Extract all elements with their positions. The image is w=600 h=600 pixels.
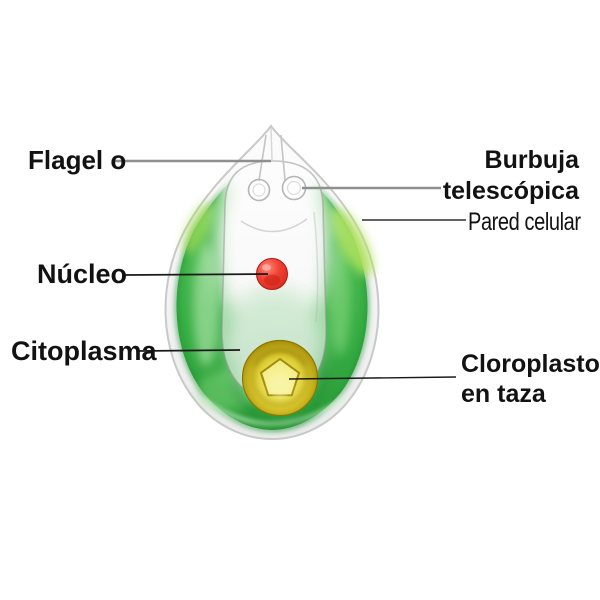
cloroplasto-leader-line [288, 376, 457, 380]
nucleus-highlight [262, 264, 271, 271]
capsule-rib [313, 211, 319, 323]
telescopic-bubble-left-inner [252, 183, 266, 197]
nucleo-leader-line [122, 273, 269, 276]
citoplasma-leader-line [138, 349, 241, 352]
nucleus-shade [264, 274, 280, 286]
capsule-crease [240, 218, 308, 233]
flagellum-seam-right [280, 134, 286, 182]
flagellum-seam-left [258, 134, 267, 182]
leader-lines [114, 159, 466, 380]
label-pared-celular: Pared celular [468, 208, 581, 236]
label-flagelo: Flagel o [28, 145, 127, 175]
telescopic-bubble-right-inner [286, 180, 302, 196]
label-cloroplasto-en-taza: Cloroplasto en taza [461, 349, 600, 409]
label-burbuja-telescopica: Burbuja telescópica [443, 145, 579, 207]
label-cloroplasto-line1: Cloroplasto [461, 350, 600, 378]
telescopic-bubble-left [247, 178, 271, 202]
label-nucleo: Núcleo [37, 259, 128, 289]
label-citoplasma: Citoplasma [11, 336, 157, 366]
label-cloroplasto-line2: en taza [461, 380, 546, 408]
label-burbuja-line1: Burbuja [484, 146, 579, 174]
chloroplast-upper-shadow [252, 347, 308, 367]
label-burbuja-line2: telescópica [442, 177, 579, 205]
chloroplast-glow [268, 376, 292, 396]
